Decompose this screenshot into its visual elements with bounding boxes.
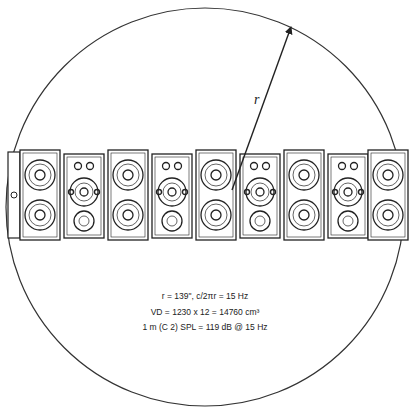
formula-note: 1 m (C 2) SPL = 119 dB @ 15 Hz [142,323,267,332]
radius-arrow [232,27,291,190]
formula-note: VD = 1230 x 12 = 14760 cm³ [151,308,260,317]
radiation-circle [6,8,404,406]
formula-note: r = 139", c/2πr = 15 Hz [162,292,248,301]
cabinet-row [8,150,408,240]
radius-label: r [254,92,259,107]
